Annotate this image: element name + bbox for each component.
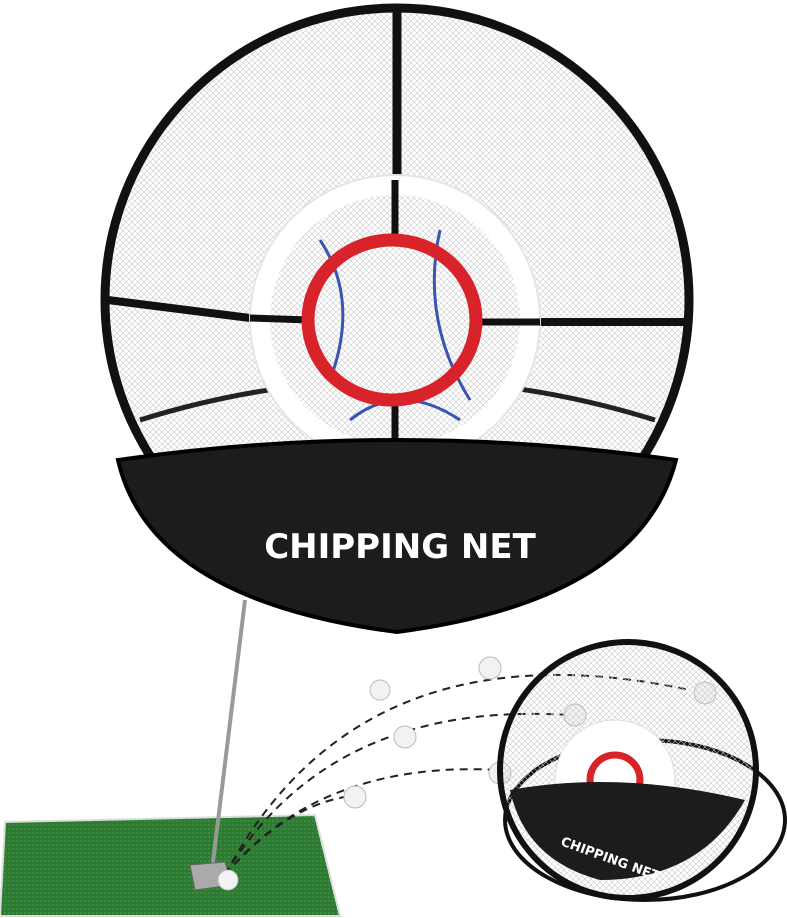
main-net: CHIPPING NET: [100, 3, 694, 635]
turf-mat: [0, 813, 342, 917]
small-net: CHIPPING NET: [497, 639, 787, 902]
main-label: CHIPPING NET: [264, 527, 536, 567]
target-ring: [301, 233, 483, 407]
ball-pocket: [115, 438, 679, 635]
